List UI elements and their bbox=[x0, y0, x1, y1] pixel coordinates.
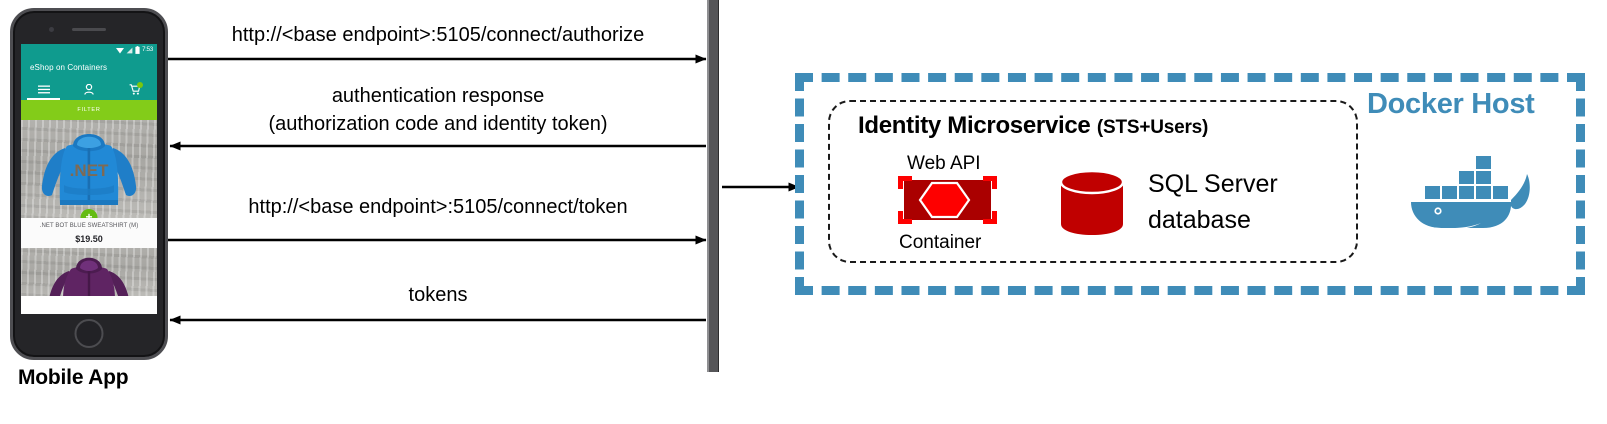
message-label-token-request: http://<base endpoint>:5105/connect/toke… bbox=[178, 194, 698, 222]
blue-hoodie-image: .NET bbox=[41, 134, 137, 205]
front-camera-icon bbox=[49, 27, 54, 32]
catalog-tab[interactable] bbox=[21, 79, 66, 100]
app-title: eShop on Containers bbox=[30, 63, 108, 72]
docker-host-boundary bbox=[795, 73, 1585, 295]
earpiece-speaker bbox=[72, 28, 106, 31]
message-line: tokens bbox=[408, 284, 468, 306]
message-line: authentication response bbox=[331, 85, 545, 107]
wifi-icon bbox=[116, 47, 125, 53]
database-label-line2: database bbox=[1148, 205, 1251, 234]
mobile-app-screen: 7:53 eShop on Containers bbox=[21, 44, 157, 314]
app-bar: eShop on Containers bbox=[21, 56, 157, 79]
message-line: http://<base endpoint>:5105/connect/auth… bbox=[231, 24, 645, 46]
docker-host-label: Docker Host bbox=[1367, 88, 1535, 120]
hamburger-menu-icon bbox=[37, 85, 50, 94]
mobile-app-label: Mobile App bbox=[18, 366, 129, 389]
product-name: .NET BOT BLUE SWEATSHIRT (M) bbox=[39, 223, 139, 229]
active-tab-indicator bbox=[27, 98, 60, 100]
next-product-image bbox=[21, 248, 157, 296]
filter-bar[interactable]: FILTER bbox=[21, 100, 157, 120]
container-label: Container bbox=[899, 232, 982, 253]
person-icon bbox=[84, 84, 94, 95]
product-image: .NET + bbox=[21, 120, 157, 218]
status-bar: 7:53 bbox=[21, 44, 157, 56]
database-cylinder-icon bbox=[1059, 169, 1125, 235]
web-api-label: Web API bbox=[907, 153, 981, 174]
microservice-subtitle: (STS+Users) bbox=[1096, 117, 1209, 138]
mobile-device-frame: 7:53 eShop on Containers bbox=[10, 8, 168, 360]
microservice-name: Identity Microservice bbox=[858, 112, 1091, 139]
cart-tab[interactable] bbox=[112, 79, 157, 100]
purple-hoodie-image bbox=[49, 257, 129, 296]
message-label-authentication-response: authentication response (authorization c… bbox=[178, 83, 698, 138]
profile-tab[interactable] bbox=[66, 79, 111, 100]
database-label-line1: SQL Server bbox=[1148, 170, 1278, 198]
identity-microservice-title: Identity Microservice (STS+Users) bbox=[858, 112, 1208, 140]
signal-icon bbox=[126, 47, 133, 53]
add-to-cart-button[interactable]: + bbox=[80, 209, 98, 218]
message-label-tokens-response: tokens bbox=[178, 282, 698, 310]
home-button[interactable] bbox=[74, 319, 104, 348]
cart-badge bbox=[136, 82, 143, 88]
battery-icon bbox=[135, 46, 140, 54]
filter-label: FILTER bbox=[77, 107, 101, 113]
docker-whale-logo bbox=[1411, 156, 1530, 230]
message-label-authorize: http://<base endpoint>:5105/connect/auth… bbox=[178, 22, 698, 50]
dotnet-logo-text: .NET bbox=[70, 161, 109, 180]
boundary-lifeline bbox=[707, 0, 719, 372]
tab-bar bbox=[21, 79, 157, 100]
status-bar-time: 7:53 bbox=[142, 47, 153, 53]
database-label: SQL Server database bbox=[1148, 167, 1278, 238]
message-line: http://<base endpoint>:5105/connect/toke… bbox=[248, 196, 628, 218]
product-price: $19.50 bbox=[75, 234, 103, 244]
product-info: .NET BOT BLUE SWEATSHIRT (M) $19.50 bbox=[21, 218, 157, 248]
message-line: (authorization code and identity token) bbox=[268, 112, 608, 135]
docker-container-hexagon-icon bbox=[898, 176, 997, 224]
